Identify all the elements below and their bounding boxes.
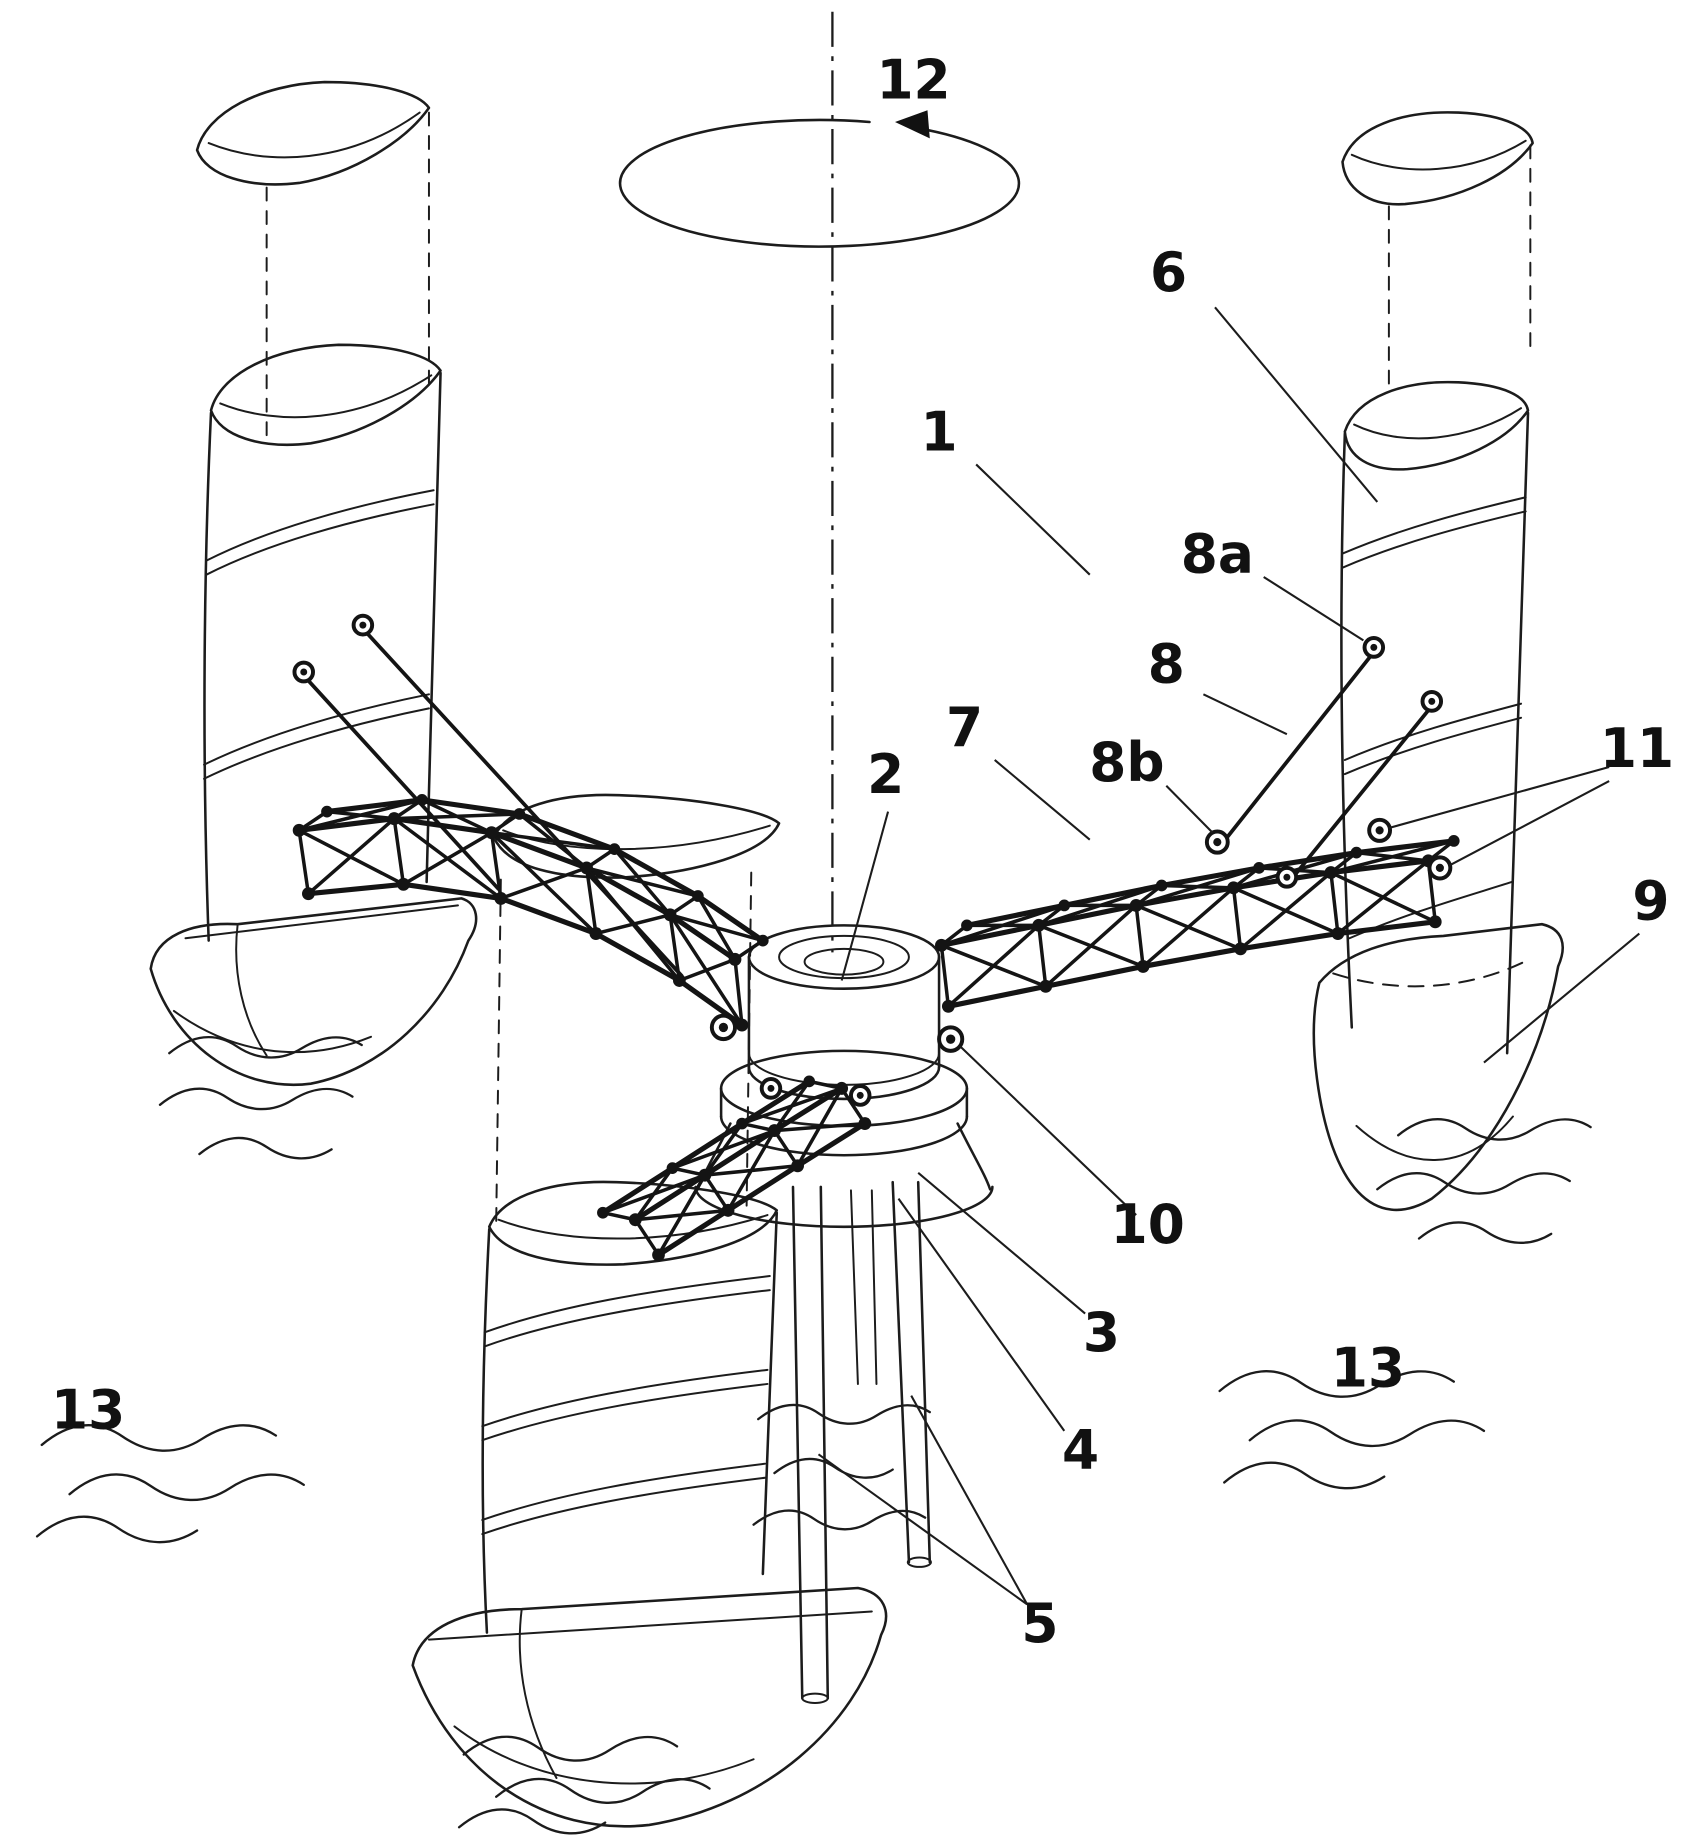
label-13-left: 13: [51, 1378, 125, 1441]
label-6: 6: [1150, 241, 1187, 304]
float-right: [1312, 922, 1564, 1211]
blade-right: [1340, 111, 1534, 1055]
water-waves-right: [1218, 1370, 1486, 1490]
float-left: [149, 897, 478, 1087]
blade-left: [195, 80, 442, 942]
label-2: 2: [867, 743, 904, 806]
label-7: 7: [946, 696, 983, 759]
float-front: [411, 1586, 888, 1828]
guy-cables-right: [1204, 636, 1444, 889]
reference-labels: 12 6 1 8a 8 7 8b 2 11 9 10 3 4 13 13 5: [51, 48, 1674, 1655]
water-waves-left: [35, 1424, 305, 1544]
rotation-direction-indicator: [618, 110, 1021, 248]
guy-cables-left: [292, 613, 684, 978]
label-13-right: 13: [1331, 1336, 1405, 1399]
truss-arm-right: [935, 835, 1460, 1013]
blade-front: [481, 793, 781, 1634]
support-legs: [791, 1180, 932, 1704]
label-10: 10: [1111, 1193, 1185, 1256]
truss-arm-left: [292, 794, 769, 1032]
label-4: 4: [1062, 1418, 1099, 1481]
water-waves-under-left-float: [158, 1035, 363, 1160]
pivot-rings: [709, 817, 1453, 1107]
label-8a: 8a: [1181, 522, 1254, 585]
truss-arm-front: [597, 1075, 872, 1262]
label-11: 11: [1600, 717, 1674, 780]
label-12: 12: [876, 48, 950, 111]
water-waves-under-right-float: [1376, 1118, 1592, 1244]
label-9: 9: [1632, 869, 1669, 932]
label-8: 8: [1148, 632, 1185, 695]
label-3: 3: [1083, 1301, 1120, 1364]
rotation-arrow-icon: [895, 110, 930, 139]
hub-column: [747, 924, 941, 1101]
label-8b: 8b: [1089, 731, 1164, 794]
leader-lines: [817, 306, 1640, 1606]
label-5: 5: [1021, 1592, 1058, 1655]
water-waves-under-front-float: [457, 1735, 711, 1835]
label-1: 1: [921, 400, 958, 463]
